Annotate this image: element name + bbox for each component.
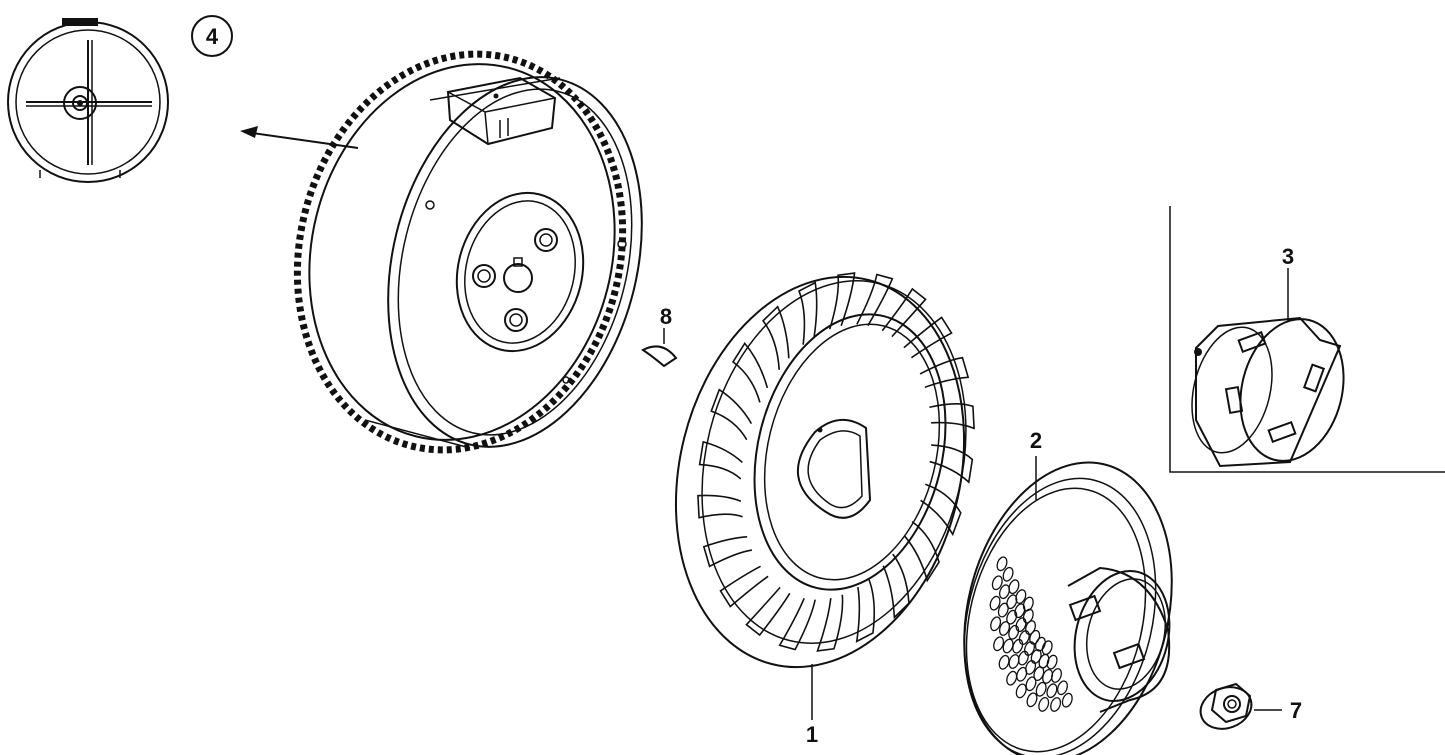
fan-blade [798, 281, 818, 345]
fan-blade [904, 520, 940, 583]
callout-8: 8 [660, 304, 672, 329]
fan-blade [778, 598, 816, 651]
callout-3: 3 [1282, 244, 1294, 269]
fan-blade [856, 273, 894, 327]
fan-blade [903, 316, 953, 359]
pulley-hole [1056, 680, 1069, 696]
flange-nut: 7 [1199, 682, 1302, 730]
fan-hub [796, 419, 872, 519]
pulley-hole [1029, 629, 1041, 645]
pulley-hole [998, 621, 1011, 636]
pulley-hole [1002, 566, 1014, 582]
fan-blade [919, 356, 970, 388]
pulley-hole [1008, 654, 1020, 669]
pulley-hole [1061, 692, 1073, 708]
fan-blade [929, 444, 974, 484]
fan-blade [762, 305, 790, 370]
fan-blade [719, 565, 769, 608]
pulley-hole [998, 584, 1011, 600]
pulley-hole [998, 654, 1010, 670]
pulley-hole [1026, 692, 1038, 708]
option-bracket [1169, 206, 1445, 473]
pulley-hole [1033, 666, 1045, 682]
fan-blades [697, 272, 975, 652]
pulley-hole [1015, 683, 1027, 699]
pulley-hole [993, 636, 1005, 652]
pulley-hole [1015, 589, 1027, 605]
starter-cup-mouth [1239, 318, 1345, 462]
fan-blade [710, 388, 753, 441]
woodruff-key: 8 [641, 304, 678, 368]
pulley-hole [1016, 666, 1028, 682]
flywheel [293, 50, 643, 454]
pulley-hole [1030, 649, 1042, 664]
callout-4: 4 [206, 24, 219, 49]
fan-blade [929, 402, 975, 430]
fan-blade [855, 578, 876, 643]
pulley-hole [1050, 697, 1062, 712]
pulley-hole [990, 616, 1002, 632]
callout-7: 7 [1290, 698, 1302, 723]
callout-4-ring [191, 15, 233, 57]
pulley-hole [989, 595, 1001, 611]
fan-blade [731, 342, 769, 403]
flywheel-center-bore [503, 257, 533, 293]
fan-outer-rim [674, 275, 966, 669]
pulley-perforations [989, 556, 1073, 712]
pulley-hole [1018, 630, 1030, 646]
pulley-hole [1046, 654, 1058, 670]
ring-gear-teeth [293, 50, 627, 454]
callout-2: 2 [1030, 428, 1042, 453]
nut-hex [1210, 682, 1252, 724]
inset-magnet-tab [62, 18, 98, 26]
ring-gear-body [308, 63, 616, 441]
pulley-hole [991, 575, 1003, 591]
view-arrow [240, 126, 359, 149]
fan-blade [698, 440, 743, 480]
fan-inner-plate [753, 313, 947, 591]
pulley-hole [1008, 579, 1020, 595]
pulley-hole [1006, 594, 1018, 610]
pulley-hole [1022, 596, 1034, 612]
fan-blade [697, 494, 743, 519]
fan-blade [882, 553, 910, 620]
pulley-hole [1025, 676, 1037, 692]
pulley-hole [997, 602, 1009, 618]
pulley-hole [1006, 670, 1018, 686]
pulley-hole [1025, 659, 1037, 675]
flywheel-bolt-holes [472, 228, 558, 332]
pulley-hole [1002, 638, 1014, 654]
fan-blade [816, 594, 844, 652]
inset-hub [63, 86, 97, 120]
pulley-cup [1067, 566, 1171, 713]
pulley-hole [1035, 681, 1047, 697]
callout-1: 1 [806, 722, 818, 747]
pulley-hole [1008, 624, 1020, 640]
inset-flywheel-back-view [7, 18, 169, 183]
pulley-hole [1024, 620, 1037, 636]
fan-blade [881, 287, 927, 338]
pulley-outer-rim [963, 461, 1173, 755]
flywheel-magnet-block [446, 76, 557, 146]
pulley-hole [1014, 603, 1026, 619]
fan-blade [828, 272, 856, 330]
pulley-hole [1023, 641, 1036, 656]
flywheel-face [387, 76, 643, 448]
starter-cup-slots [1224, 330, 1326, 444]
starter-pulley: 2 [963, 428, 1173, 755]
pulley-hole [1017, 650, 1029, 666]
cooling-fan: 1 [674, 272, 975, 747]
pulley-hole [1038, 696, 1050, 712]
starter-cup: 3 [1191, 244, 1345, 468]
fan-blade [702, 535, 753, 568]
callout-4-group: 4 [191, 15, 233, 57]
fan-blade [920, 483, 962, 537]
pulley-hole [1046, 683, 1058, 699]
flywheel-hub-recess [455, 191, 585, 353]
pulley-hole [996, 556, 1008, 572]
fan-blade [745, 586, 791, 637]
pulley-hole [1041, 640, 1053, 656]
